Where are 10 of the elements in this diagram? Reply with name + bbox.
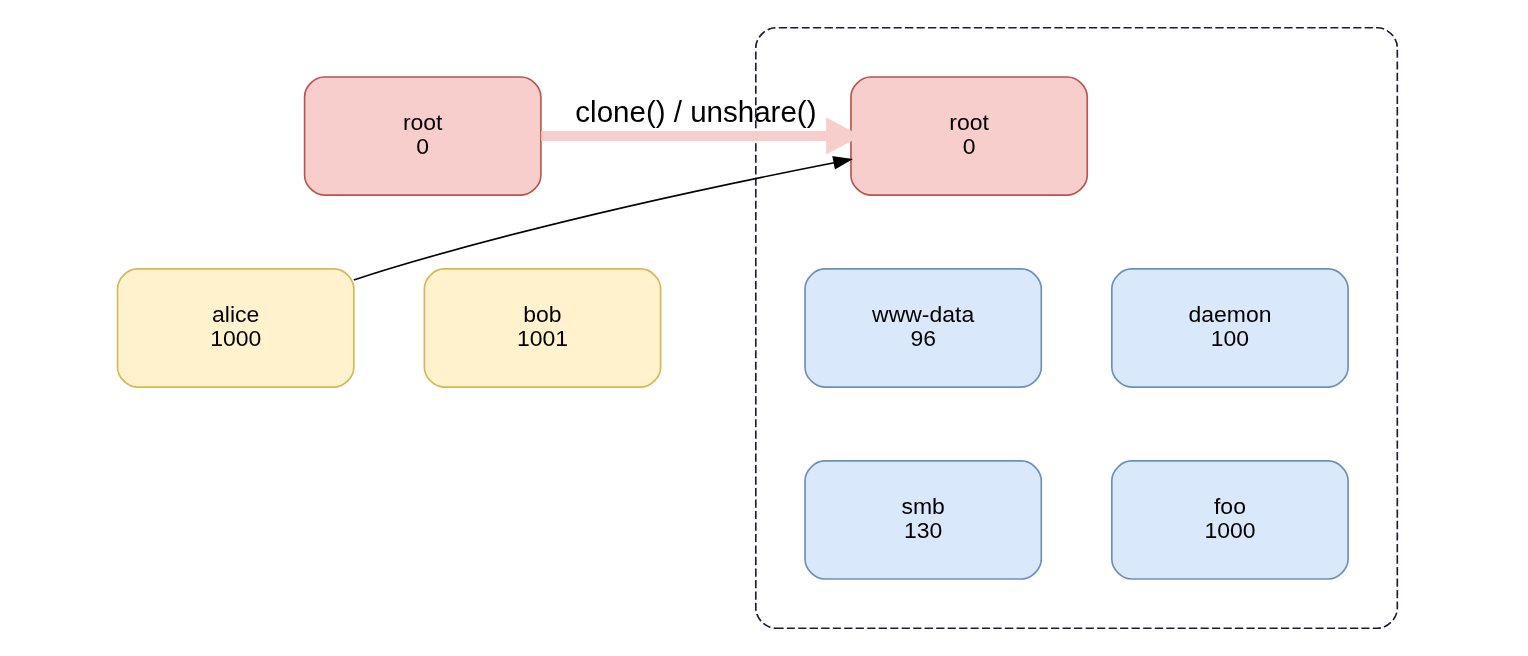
node-box: root 0 xyxy=(850,76,1089,196)
node-box: root 0 xyxy=(303,76,542,196)
node-box: smb 130 xyxy=(804,460,1043,580)
node-box: www-data 96 xyxy=(804,268,1043,388)
arrow xyxy=(353,156,853,281)
node-box: daemon 100 xyxy=(1111,268,1349,388)
edge-label: clone() / unshare() xyxy=(575,94,817,128)
node-box: alice 1000 xyxy=(116,268,355,388)
node-box: foo 1000 xyxy=(1111,460,1349,580)
node-box: bob 1001 xyxy=(423,268,662,388)
